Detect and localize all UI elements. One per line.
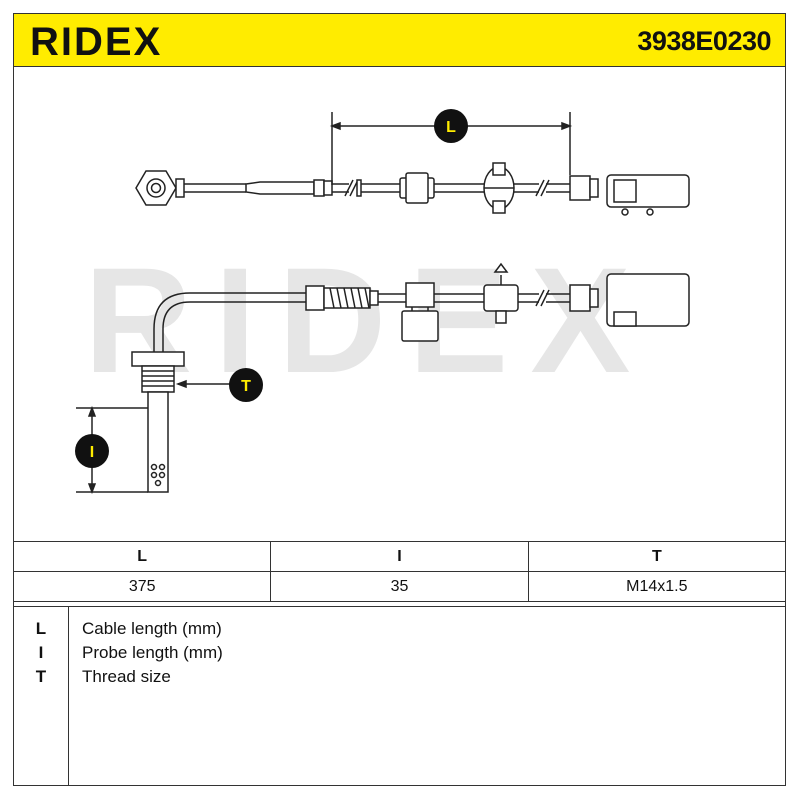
legend-divider	[68, 607, 69, 785]
spec-header-probe-length: I	[270, 541, 529, 572]
spec-table-value-row: 375 35 M14x1.5	[12, 571, 787, 602]
label-badge-I: I	[75, 434, 109, 468]
spec-value-cable-length: 375	[12, 571, 272, 602]
header-bar: RIDEX 3938E0230	[13, 13, 786, 67]
spec-header-cable-length: L	[12, 541, 272, 572]
spec-value-thread-size: M14x1.5	[527, 571, 787, 602]
spec-value-probe-length: 35	[270, 571, 529, 602]
sensor-top-view	[135, 162, 690, 216]
sensor-side-view	[131, 262, 690, 493]
ridex-logo: RIDEX	[30, 20, 162, 64]
legend-row: L Cable length (mm)	[14, 619, 785, 643]
logo-text: RIDEX	[30, 20, 162, 64]
label-badge-T: T	[229, 368, 263, 402]
legend-row: I Probe length (mm)	[14, 643, 785, 667]
watermark-text: RIDEX	[84, 236, 652, 404]
svg-text:L: L	[446, 119, 456, 136]
thread-dimension	[175, 379, 232, 389]
legend-key: I	[38, 643, 44, 662]
legend-description: Thread size	[82, 667, 171, 686]
legend-key: T	[35, 667, 47, 686]
svg-text:T: T	[241, 378, 251, 395]
probe-length-dimension	[76, 405, 148, 495]
spec-header-thread-size: T	[527, 541, 787, 572]
legend-row: T Thread size	[14, 667, 785, 691]
svg-text:I: I	[90, 444, 94, 461]
spec-table-header-row: L I T	[12, 541, 787, 572]
legend-key: L	[35, 619, 47, 638]
legend-description: Probe length (mm)	[82, 643, 223, 662]
label-badge-L: L	[434, 109, 468, 143]
legend-panel: L Cable length (mm) I Probe length (mm) …	[13, 606, 786, 786]
part-number: 3938E0230	[637, 26, 771, 56]
technical-drawing: RIDEX	[75, 109, 690, 495]
spec-table: L I T 375 35 M14x1.5	[12, 541, 787, 602]
legend-description: Cable length (mm)	[82, 619, 222, 638]
